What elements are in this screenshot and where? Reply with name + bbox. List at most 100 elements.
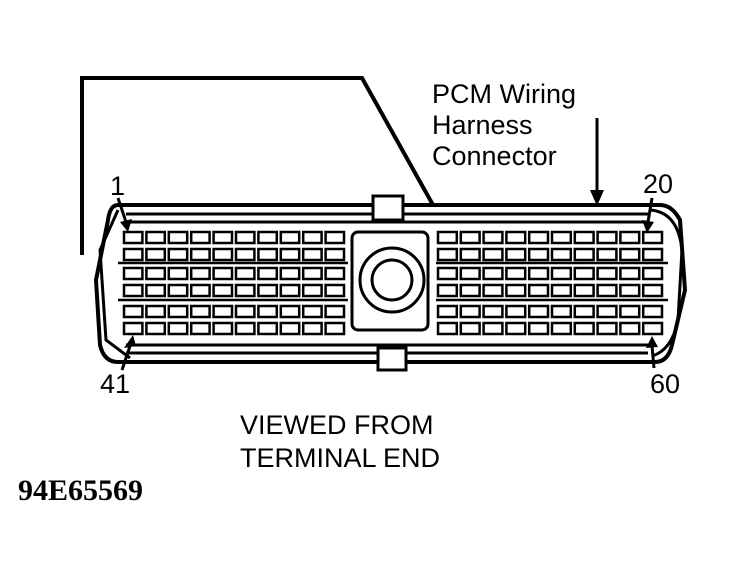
- terminal-cavity: [459, 230, 481, 245]
- terminal-cavity: [279, 266, 301, 281]
- terminal-cavity: [550, 247, 573, 262]
- terminal-cavity: [257, 266, 279, 281]
- terminal-cavity: [436, 283, 459, 298]
- pin-20-arrow: [642, 197, 654, 233]
- terminal-cavity: [573, 283, 595, 298]
- terminal-cavity: [482, 321, 504, 336]
- right-shroud: [649, 208, 684, 358]
- terminal-cavity: [324, 247, 346, 262]
- terminal-cavity: [189, 321, 211, 336]
- terminal-cavity: [189, 230, 211, 245]
- terminal-cavity: [167, 304, 189, 319]
- terminal-cavity: [145, 266, 167, 281]
- callout-arrow: [590, 118, 604, 206]
- terminal-cavity: [505, 266, 527, 281]
- terminal-cavity: [436, 266, 459, 281]
- terminal-cavity: [257, 230, 279, 245]
- pin-label-1: 1: [110, 171, 125, 201]
- terminal-cavity: [145, 230, 167, 245]
- terminal-cavity: [301, 230, 323, 245]
- terminal-cavity: [301, 247, 323, 262]
- terminal-cavity: [573, 230, 595, 245]
- terminal-cavity: [212, 321, 234, 336]
- terminal-cavity: [527, 304, 550, 319]
- callout-line-3: Connector: [432, 141, 557, 171]
- terminal-cavity: [145, 321, 167, 336]
- pin-60-arrow: [646, 336, 658, 369]
- terminal-cavity: [122, 304, 144, 319]
- terminal-cavity: [641, 283, 664, 298]
- terminal-cavity: [550, 266, 573, 281]
- terminal-cavity: [212, 283, 234, 298]
- caption-line-2: TERMINAL END: [240, 443, 440, 473]
- terminal-cavity: [527, 266, 550, 281]
- terminal-cavity: [279, 283, 301, 298]
- terminal-cavity: [234, 247, 256, 262]
- terminal-cavity: [482, 283, 504, 298]
- terminal-cavity: [505, 321, 527, 336]
- terminal-cavity: [301, 304, 323, 319]
- terminal-cavity: [619, 321, 641, 336]
- pin-label-41: 41: [100, 369, 130, 399]
- terminal-cavity: [257, 321, 279, 336]
- terminal-cavity: [167, 247, 189, 262]
- terminal-cavity: [212, 247, 234, 262]
- terminal-cavity: [167, 230, 189, 245]
- terminal-cavity: [505, 230, 527, 245]
- terminal-cavity: [596, 266, 618, 281]
- left-shroud: [98, 209, 131, 360]
- terminal-cavity: [619, 230, 641, 245]
- terminal-cavity: [189, 247, 211, 262]
- harness-outline: [80, 76, 435, 255]
- terminal-cavity: [257, 304, 279, 319]
- connector-body: [93, 203, 688, 364]
- terminal-cavity: [436, 247, 459, 262]
- terminal-cavity: [459, 247, 481, 262]
- terminal-cavity: [641, 304, 664, 319]
- terminal-cavity: [324, 321, 346, 336]
- terminal-cavity: [189, 266, 211, 281]
- terminal-cavity: [234, 266, 256, 281]
- terminal-cavity: [279, 321, 301, 336]
- terminal-cavity: [527, 283, 550, 298]
- terminal-cavity: [641, 247, 664, 262]
- terminal-cavity: [212, 304, 234, 319]
- callout-line-2: Harness: [432, 110, 533, 140]
- bottom-key-tab: [376, 346, 408, 372]
- terminal-cavity: [459, 304, 481, 319]
- terminal-cavity: [122, 321, 144, 336]
- terminal-cavity: [573, 247, 595, 262]
- figure-id: 94E65569: [18, 474, 143, 507]
- terminal-cavity: [596, 283, 618, 298]
- terminal-cavity: [122, 247, 144, 262]
- terminal-cavity: [234, 304, 256, 319]
- terminal-cavity: [596, 247, 618, 262]
- callout-line-1: PCM Wiring: [432, 79, 576, 109]
- terminal-cavity: [641, 321, 664, 336]
- terminal-cavity: [505, 247, 527, 262]
- terminal-cavity: [482, 247, 504, 262]
- terminal-cavity: [619, 266, 641, 281]
- terminal-cavity: [257, 247, 279, 262]
- terminal-cavity: [324, 230, 346, 245]
- terminal-cavity: [145, 283, 167, 298]
- terminal-cavity: [482, 304, 504, 319]
- terminal-cavity: [212, 266, 234, 281]
- pin-label-60: 60: [650, 369, 680, 399]
- terminal-cavity: [505, 304, 527, 319]
- terminal-cavity: [324, 283, 346, 298]
- terminal-cavity: [301, 266, 323, 281]
- pin-1-arrow: [116, 197, 132, 232]
- terminal-cavity: [619, 247, 641, 262]
- terminal-cavity: [596, 304, 618, 319]
- terminal-cavity: [573, 266, 595, 281]
- terminal-cavity: [324, 304, 346, 319]
- terminal-cavity: [167, 266, 189, 281]
- terminal-cavity: [189, 304, 211, 319]
- caption-line-1: VIEWED FROM: [240, 410, 434, 440]
- terminal-cavity: [527, 230, 550, 245]
- terminal-cavity: [279, 230, 301, 245]
- terminal-cavity: [482, 266, 504, 281]
- terminal-cavity: [234, 230, 256, 245]
